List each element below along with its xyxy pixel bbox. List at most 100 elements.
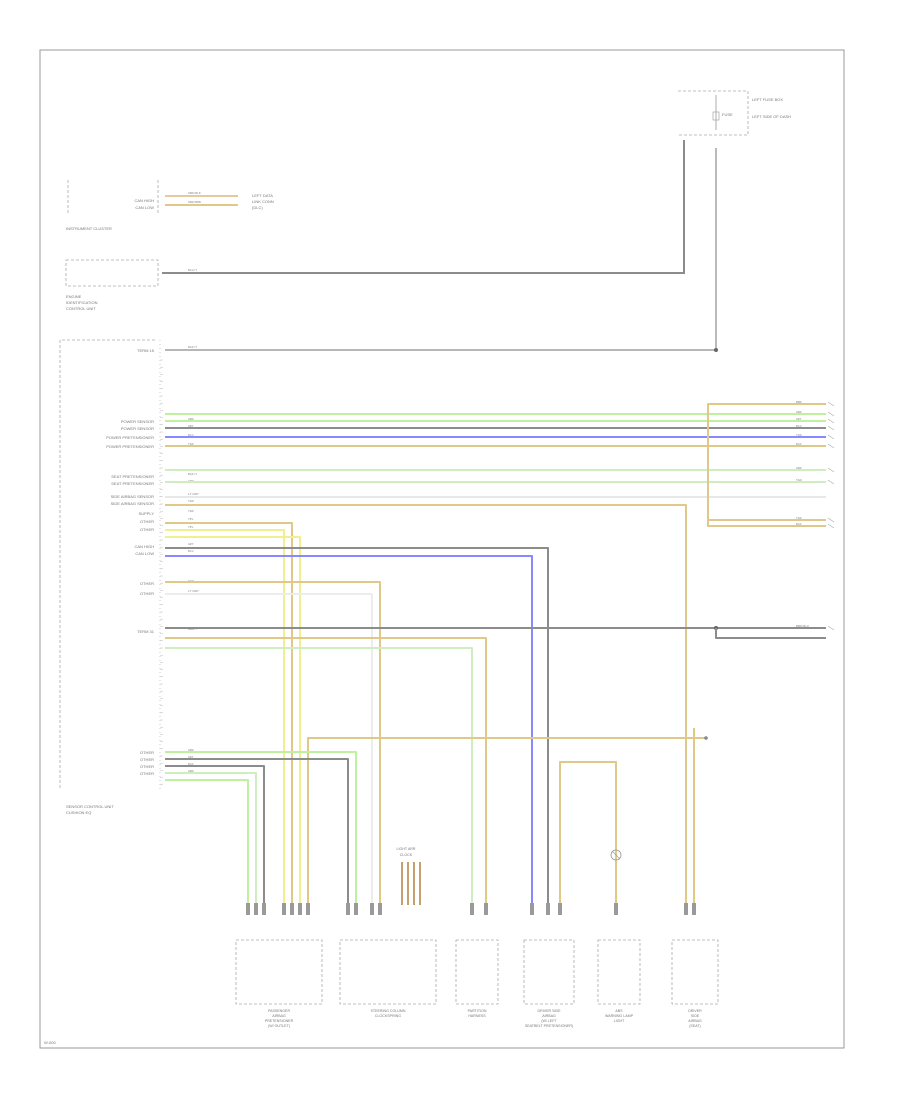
right-pin-mark <box>827 517 835 523</box>
right-pin-mark <box>827 434 835 440</box>
dlc-label-3: (DLC) <box>252 205 263 210</box>
pin-label: OTHER <box>140 519 154 524</box>
component-label: CLOCKSPRING <box>375 1014 401 1018</box>
wire-lower-3 <box>165 765 265 905</box>
pin-label: CAN HIGH <box>134 544 154 549</box>
dlc-label-2: LINK CONN <box>252 199 274 204</box>
wire-side-airbag-tan <box>165 504 687 905</box>
pin-label: OTHER <box>140 771 154 776</box>
component-label: DRIVER <box>688 1009 702 1013</box>
lamp-icon <box>610 849 622 861</box>
component-label: (W/ LEFT <box>541 1019 557 1023</box>
connector-pin <box>684 903 688 915</box>
component-label: HARNESS <box>468 1014 486 1018</box>
right-wire-code: BLU <box>796 424 802 428</box>
cluster-pin-can-high: CAN HIGH <box>134 198 154 203</box>
connector-pin <box>254 903 258 915</box>
dlc-label-1: LEFT DATA <box>252 193 273 198</box>
pin-label: OTHER <box>140 527 154 532</box>
component-box <box>339 939 437 1005</box>
wire-lower-2 <box>165 758 349 905</box>
component-label: STEERING COLUMN <box>371 1009 406 1013</box>
wire-clock-2 <box>165 593 373 905</box>
connector-pin <box>298 903 302 915</box>
component-label: PASSENGER <box>268 1009 291 1013</box>
pin-wire-code: BLK <box>188 762 194 766</box>
component-label: (W/ OUTLET) <box>268 1024 290 1028</box>
ecu-title-3: CONTROL UNIT <box>66 306 96 311</box>
component-label: SIDE <box>691 1014 700 1018</box>
component-label: LIGHT <box>614 1019 625 1023</box>
pin-wire-code: GRN <box>188 417 194 421</box>
connector-pin <box>354 903 358 915</box>
ecu-title-1: ENGINE <box>66 294 82 299</box>
instrument-cluster-title: INSTRUMENT CLUSTER <box>66 226 112 231</box>
right-wire-code: BLK <box>796 442 802 446</box>
pin-label: CAN LOW <box>135 551 154 556</box>
connector-pin <box>378 903 382 915</box>
connector-pin <box>614 903 618 915</box>
component-label: SEATBELT PRETENSIONER) <box>525 1024 573 1028</box>
right-pin-mark <box>827 411 835 417</box>
component-box <box>455 939 499 1005</box>
control-unit: SENSOR CONTROL UNIT CUSHION EQ TERM 15 B… <box>59 148 718 815</box>
cluster-wire-1: ORN/BLK <box>188 191 201 195</box>
right-pin-mark <box>827 425 835 431</box>
wire-lower-1 <box>165 751 357 905</box>
pin-label: SUPPLY <box>139 511 155 516</box>
wire-other-yel-2 <box>165 536 301 905</box>
pin-wire-code: YEL <box>188 517 194 521</box>
right-pin-mark <box>827 467 835 473</box>
term-15-wire: BLK/Y <box>188 345 197 349</box>
cluster-wire-2: ORN/BRN <box>188 200 201 204</box>
diagram-frame <box>39 49 845 1049</box>
footer-code: W-000 <box>44 1040 56 1045</box>
pin-wire-code: TAN <box>188 499 194 503</box>
right-wire-code: BLK <box>796 522 802 526</box>
pin-wire-code: LT/GRY <box>188 492 199 496</box>
fuse-box-label-2: LEFT SIDE OF DASH <box>752 114 791 119</box>
wire-term-31-branch <box>715 628 826 639</box>
component-label: AIRBAG <box>272 1014 286 1018</box>
connector-pin <box>346 903 350 915</box>
wire-harness <box>165 403 826 905</box>
wire-abs-lamp <box>559 761 617 905</box>
right-pin-mark <box>827 401 835 407</box>
junction-tan <box>704 736 708 740</box>
ecu-title-2: IDENTIFICATION <box>66 300 98 305</box>
pin-label: SEAT PRETENSIONER <box>111 481 154 486</box>
component-box <box>523 939 575 1005</box>
connector-pin <box>290 903 294 915</box>
connector-pin <box>306 903 310 915</box>
wire-lower-4 <box>165 772 257 905</box>
component-label: AIRBAG <box>542 1014 556 1018</box>
wire-can-low <box>165 555 533 905</box>
right-wire-code: TAN <box>796 478 802 482</box>
component-box <box>235 939 323 1005</box>
component-label: WARNING LAMP <box>605 1014 634 1018</box>
connector-pin <box>370 903 374 915</box>
pin-label: SIDE AIRBAG SENSOR <box>111 501 154 506</box>
right-wire-code: BRN/BLU <box>796 624 809 628</box>
component-label: PRETENSIONER <box>265 1019 294 1023</box>
term-31-label: TERM 31 <box>137 629 155 634</box>
pin-wire-code: GRN <box>188 748 194 752</box>
right-wire-code: GRN <box>796 466 802 470</box>
pin-wire-code: LT/GRY <box>188 589 199 593</box>
connector-pin <box>246 903 250 915</box>
instrument-cluster: CAN HIGH CAN LOW ORN/BLK ORN/BRN LEFT DA… <box>66 180 274 231</box>
pin-label: POWER SENSOR <box>121 419 154 424</box>
connector-pin <box>546 903 550 915</box>
connector-pin <box>692 903 696 915</box>
connector-pin <box>558 903 562 915</box>
pin-label: POWER PRETENSIONER <box>106 444 154 449</box>
connector-pin <box>262 903 266 915</box>
pin-label: SIDE AIRBAG SENSOR <box>111 494 154 499</box>
wire-right-tan-loop <box>707 403 826 527</box>
fuse-label: FUSE <box>722 112 733 117</box>
connector-pin <box>484 903 488 915</box>
control-unit-title-1: SENSOR CONTROL UNIT <box>66 804 114 809</box>
right-wire-code: GRN <box>796 410 802 414</box>
pin-label: OTHER <box>140 764 154 769</box>
pin-wire-code: GRY <box>188 424 194 428</box>
